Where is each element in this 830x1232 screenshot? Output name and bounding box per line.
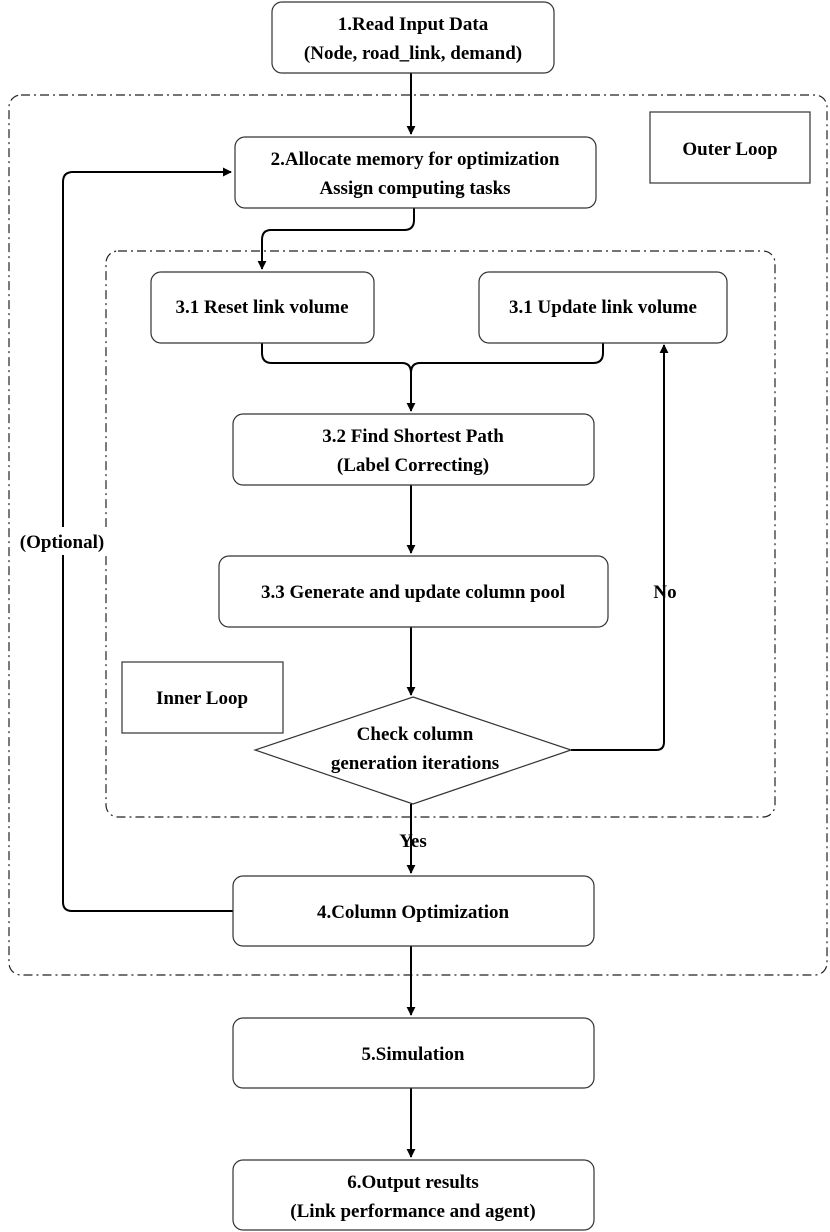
inner-loop-label: Inner Loop	[121, 661, 284, 734]
svg-text:(Optional): (Optional)	[20, 532, 104, 553]
outer-loop-label: Outer Loop	[649, 111, 811, 184]
outer-loop-region	[8, 94, 828, 976]
node-find-shortest-path: 3.2 Find Shortest Path (Label Correcting…	[232, 413, 595, 486]
node-reset-link-volume: 3.1 Reset link volume	[150, 271, 375, 344]
edge-allocate-to-reset	[257, 208, 415, 270]
svg-text:(Link performance and agent): (Link performance and agent)	[290, 1201, 535, 1222]
inner-loop-region	[105, 250, 776, 818]
svg-text:4.Column Optimization: 4.Column Optimization	[317, 902, 510, 923]
svg-text:1.Read Input Data: 1.Read Input Data	[338, 14, 489, 35]
svg-text:Assign computing tasks: Assign computing tasks	[319, 178, 510, 199]
svg-text:3.1 Reset link volume: 3.1 Reset link volume	[175, 297, 348, 318]
node-column-optimization: 4.Column Optimization	[232, 875, 595, 947]
edge-label-yes: Yes	[399, 831, 426, 852]
node-allocate-memory: 2.Allocate memory for optimization Assig…	[234, 136, 597, 209]
svg-text:(Label Correcting): (Label Correcting)	[337, 455, 489, 476]
svg-text:(Node, road_link, demand): (Node, road_link, demand)	[304, 43, 522, 64]
edge-label-no: No	[653, 582, 676, 603]
node-generate-column-pool: 3.3 Generate and update column pool	[218, 555, 609, 628]
edge-label-optional: (Optional)	[10, 527, 114, 555]
svg-text:3.2 Find Shortest Path: 3.2 Find Shortest Path	[322, 426, 504, 447]
svg-text:3.1 Update link volume: 3.1 Update link volume	[509, 297, 697, 318]
node-simulation: 5.Simulation	[232, 1017, 595, 1089]
svg-text:Inner Loop: Inner Loop	[156, 688, 248, 709]
node-output-results: 6.Output results (Link performance and a…	[232, 1159, 595, 1231]
node-read-input: 1.Read Input Data (Node, road_link, dema…	[271, 1, 555, 74]
node-update-link-volume: 3.1 Update link volume	[478, 271, 728, 344]
svg-text:generation iterations: generation iterations	[331, 753, 499, 774]
svg-text:3.3 Generate and update column: 3.3 Generate and update column pool	[261, 582, 565, 603]
svg-text:5.Simulation: 5.Simulation	[362, 1044, 465, 1065]
edge-check-no-to-update	[571, 344, 669, 751]
svg-text:Outer Loop: Outer Loop	[682, 139, 777, 160]
svg-text:Check column: Check column	[357, 724, 474, 745]
svg-text:6.Output results: 6.Output results	[347, 1172, 479, 1193]
edge-reset-to-shortest	[261, 343, 416, 412]
svg-text:2.Allocate memory for optimiza: 2.Allocate memory for optimization	[271, 149, 560, 170]
decision-check-iterations: Check column generation iterations	[253, 696, 573, 805]
edge-update-to-shortest	[410, 343, 604, 374]
